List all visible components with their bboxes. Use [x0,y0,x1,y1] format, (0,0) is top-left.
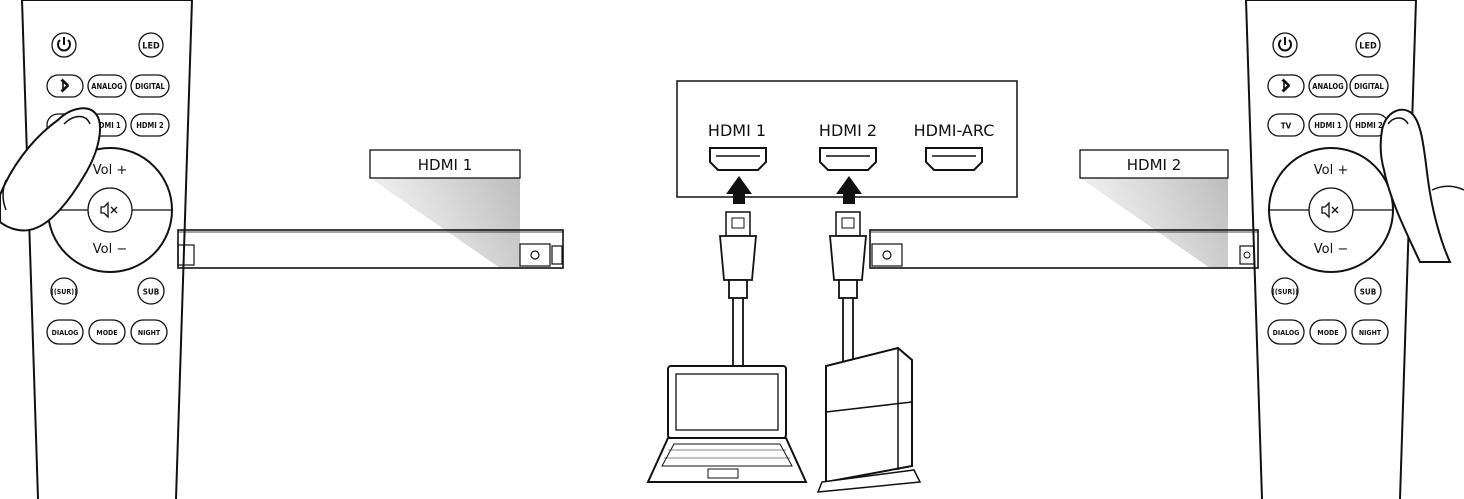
power-icon [1278,37,1292,52]
sub-button[interactable]: SUB [137,277,165,305]
analog-label: ANALOG [91,82,123,91]
dialog-button[interactable]: DIALOG [1267,319,1305,345]
mode-button[interactable]: MODE [1309,319,1347,345]
hdmi1-button[interactable]: HDMI 1 [1308,113,1348,137]
bluetooth-button[interactable] [46,74,84,98]
analog-button[interactable]: ANALOG [1308,74,1348,98]
analog-label: ANALOG [1312,82,1344,91]
led-label: LED [142,42,160,52]
sur-button[interactable]: ((SUR)) [50,277,78,305]
remote-left: LED ANALOG DIGITAL HDMI 1 HDMI 2 [0,0,193,499]
port-label-hdmi2: HDMI 2 [819,121,877,140]
hdmi1-port-icon [709,147,767,171]
soundbar-right-display: HDMI 2 [1127,156,1182,174]
display-label-box [369,149,521,179]
bluetooth-icon [60,78,70,93]
digital-button[interactable]: DIGITAL [1349,74,1389,98]
hand-icon [1379,108,1464,263]
hdmi2-button-label: HDMI 2 [136,121,164,130]
hdmi2-button[interactable]: HDMI 2 [130,113,170,137]
volume-ring[interactable]: Vol + Vol − [1268,147,1394,273]
sub-label: SUB [143,288,160,297]
port-label-hdmi-arc: HDMI-ARC [914,121,995,140]
remote-right: LED ANALOG DIGITAL TV HDMI 1 HDMI 2 [1245,0,1464,499]
mode-button[interactable]: MODE [88,319,126,345]
hdmi1-button-label: HDMI 1 [93,121,121,130]
arrow-up-icon [726,176,752,204]
vol-up-label: Vol + [1314,163,1348,178]
tv-button[interactable]: TV [1267,113,1305,137]
hdmi-cable-console [829,211,867,366]
night-button[interactable]: NIGHT [1351,319,1389,345]
digital-button[interactable]: DIGITAL [130,74,170,98]
vol-up-label: Vol + [93,163,127,178]
hdmi-cable-laptop [719,211,757,366]
power-button[interactable] [51,32,77,58]
hdmi1-button-label: HDMI 1 [1314,121,1342,130]
dialog-label: DIALOG [52,329,79,337]
mute-icon [100,201,118,219]
tv-label: TV [1281,122,1292,131]
bluetooth-icon [1281,78,1291,93]
game-console-icon [816,346,922,493]
sub-label: SUB [1360,288,1377,297]
digital-label: DIGITAL [1354,82,1384,91]
mode-label: MODE [1317,329,1338,337]
bluetooth-button[interactable] [1267,74,1305,98]
soundbar-left: HDMI 1 [177,149,564,269]
display-label-box [1079,149,1229,179]
vol-down-label: Vol − [1314,242,1348,257]
analog-button[interactable]: ANALOG [87,74,127,98]
dialog-button[interactable]: DIALOG [46,319,84,345]
night-label: NIGHT [138,329,161,337]
sur-label: ((SUR)) [51,288,77,296]
mode-label: MODE [96,329,117,337]
soundbar-left-display: HDMI 1 [418,156,473,174]
sur-button[interactable]: ((SUR)) [1271,277,1299,305]
dialog-label: DIALOG [1273,329,1300,337]
vol-down-label: Vol − [93,242,127,257]
hdmi2-port-icon [819,147,877,171]
input-panel: HDMI 1 HDMI 2 HDMI-ARC [676,80,1018,198]
port-label-hdmi1: HDMI 1 [708,121,766,140]
night-label: NIGHT [1359,329,1382,337]
hdmi-arc-port-icon [925,147,983,171]
sub-button[interactable]: SUB [1354,277,1382,305]
power-button[interactable] [1272,32,1298,58]
mute-icon [1321,201,1339,219]
soundbar-right: HDMI 2 [869,149,1259,269]
sur-label: ((SUR)) [1272,288,1298,296]
hand-icon [0,107,101,232]
night-button[interactable]: NIGHT [130,319,168,345]
led-button[interactable]: LED [138,32,164,58]
digital-label: DIGITAL [135,82,165,91]
arrow-up-icon [836,176,862,204]
led-button[interactable]: LED [1355,32,1381,58]
led-label: LED [1359,42,1377,52]
power-icon [57,37,71,52]
laptop-icon [646,365,808,483]
hdmi2-button-label: HDMI 2 [1355,121,1383,130]
